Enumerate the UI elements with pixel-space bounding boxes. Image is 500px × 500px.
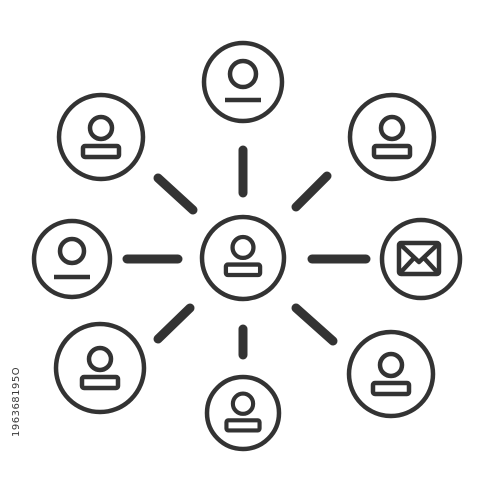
connector-upper-left — [153, 173, 198, 215]
connector-lower-right — [291, 303, 338, 346]
center-node — [199, 214, 287, 302]
node-upper-right — [347, 92, 437, 182]
connectors — [122, 145, 371, 360]
node-upper-left — [56, 92, 146, 182]
connector-upper-right — [291, 171, 332, 212]
connector-lower-left — [153, 303, 195, 344]
node-left — [31, 218, 113, 300]
envelope-icon — [396, 240, 442, 277]
stock-id-label: 196368195O — [11, 366, 22, 437]
node-bottom — [204, 374, 282, 452]
person-icon — [225, 58, 261, 103]
person-icon — [54, 236, 90, 280]
node-right — [379, 217, 463, 301]
node-top — [201, 40, 285, 124]
node-lower-right — [346, 329, 436, 419]
node-lower-left — [53, 321, 147, 415]
